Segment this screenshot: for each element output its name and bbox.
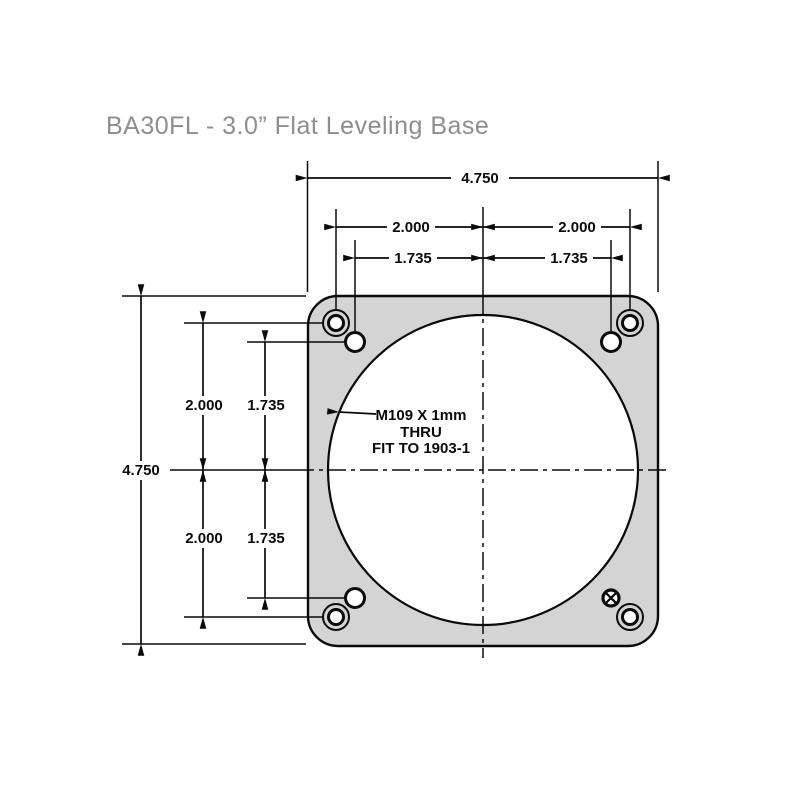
dim-value-left-lower-outer: 2.000 xyxy=(185,530,223,547)
dim-value-left-lower-inner: 1.735 xyxy=(247,530,285,547)
dim-text-gap xyxy=(243,396,290,415)
dim-text-gap xyxy=(389,249,437,268)
dim-value-top-right-outer: 2.000 xyxy=(558,219,596,236)
dim-value-top-right-inner: 1.735 xyxy=(550,250,588,267)
annotation-line3: FIT TO 1903-1 xyxy=(372,440,470,457)
counterbore-hole-top-left xyxy=(322,309,350,337)
dim-text-gap xyxy=(545,249,593,268)
dim-value-top-overall: 4.750 xyxy=(461,170,499,187)
dim-value-left-upper-inner: 1.735 xyxy=(247,397,285,414)
annotation-line2: THRU xyxy=(400,424,442,441)
counterbore-outer-circle xyxy=(322,603,350,631)
drawing-title: BA30FL - 3.0” Flat Leveling Base xyxy=(106,112,490,140)
counterbore-hole-top-right xyxy=(616,309,644,337)
dim-text-gap xyxy=(180,396,227,415)
dim-value-top-left-outer: 2.000 xyxy=(392,219,430,236)
counterbore-hole-bottom-right xyxy=(616,603,644,631)
dim-value-top-left-inner: 1.735 xyxy=(394,250,432,267)
small-hole-top-left xyxy=(344,331,366,353)
leader-line xyxy=(327,408,377,415)
counterbore-outer-circle xyxy=(616,603,644,631)
dim-value-left-upper-outer: 2.000 xyxy=(185,397,223,414)
dim-value-left-overall: 4.750 xyxy=(122,462,160,479)
counterbore-inner-circle xyxy=(621,608,639,626)
counterbore-outer-circle xyxy=(616,309,644,337)
small-hole-bottom-left xyxy=(344,587,366,609)
counterbore-inner-circle xyxy=(327,608,345,626)
crossed-hole-x-stroke xyxy=(604,591,618,605)
counterbore-inner-circle xyxy=(327,314,345,332)
dim-text-gap xyxy=(553,218,601,237)
annotation-line1: M109 X 1mm xyxy=(376,407,467,424)
counterbore-hole-bottom-left xyxy=(322,603,350,631)
counterbore-inner-circle xyxy=(621,314,639,332)
crossed-hole-bottom-right xyxy=(601,588,621,608)
dim-text-gap xyxy=(243,529,290,548)
dim-text-gap xyxy=(387,218,435,237)
dim-text-gap xyxy=(112,461,170,480)
dim-text-gap xyxy=(451,169,509,188)
small-hole-top-right xyxy=(600,331,622,353)
counterbore-outer-circle xyxy=(322,309,350,337)
dim-text-gap xyxy=(180,529,227,548)
